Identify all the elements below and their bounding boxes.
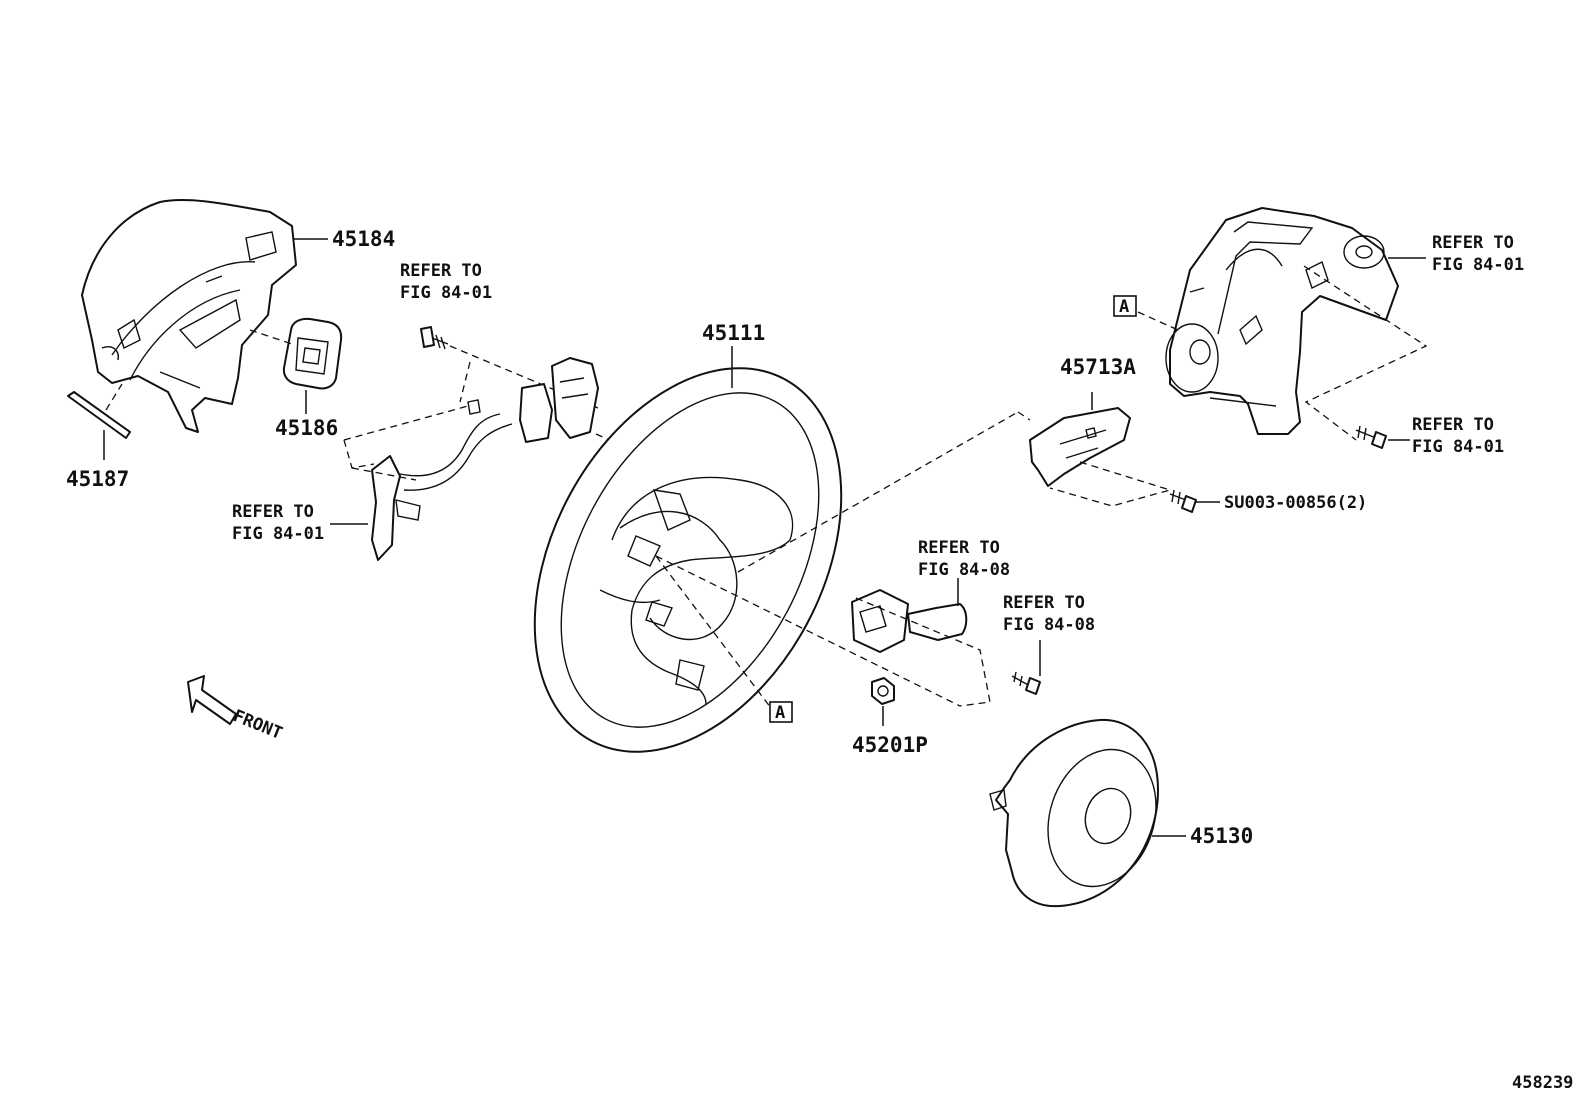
part-label-45187: 45187 (66, 467, 129, 491)
clip-45187 (67, 391, 131, 439)
dash-45187 (105, 383, 123, 411)
ref-right-mid-line2: FIG 84-01 (1412, 437, 1504, 457)
dash-cover-right (1137, 265, 1428, 441)
dash-45186 (249, 329, 293, 345)
ref-center-b-line2: FIG 84-08 (1003, 615, 1095, 635)
dash-paddle-left (343, 405, 469, 481)
steering-cover-45184 (81, 199, 297, 433)
ref-left-line1: REFER TO (232, 502, 314, 522)
ref-center-a-line1: REFER TO (918, 538, 1000, 558)
figure-number: 458239 (1512, 1073, 1573, 1093)
ref-center-b-line1: REFER TO (1003, 593, 1085, 613)
marker-a-center (769, 701, 793, 723)
cover-plate-45713A (1029, 407, 1131, 487)
marker-a-right-label: A (1119, 297, 1129, 317)
airbag-45130 (989, 718, 1159, 908)
screw-left-icon (420, 326, 449, 350)
front-label: FRONT (230, 706, 285, 744)
part-label-45186: 45186 (275, 416, 338, 440)
part-label-45111: 45111 (702, 321, 765, 345)
dash-wheel (655, 411, 1019, 721)
steering-wheel-45111 (533, 367, 843, 753)
part-label-45713A: 45713A (1060, 355, 1136, 379)
ref-right-mid-line1: REFER TO (1412, 415, 1494, 435)
screw-right-icon (1355, 425, 1387, 449)
ref-right-top-line1: REFER TO (1432, 233, 1514, 253)
screw-center-right-icon (1011, 671, 1041, 695)
switch-assembly-center (851, 589, 968, 653)
ref-right-top-line2: FIG 84-01 (1432, 255, 1524, 275)
part-label-su003: SU003-00856(2) (1224, 493, 1367, 513)
nut-45201P (871, 677, 895, 705)
dash-45713A (1017, 411, 1173, 507)
part-label-45130: 45130 (1190, 824, 1253, 848)
screw-su003-icon (1169, 489, 1197, 513)
ref-top-left-line2: FIG 84-01 (400, 283, 492, 303)
ref-center-a-line2: FIG 84-08 (918, 560, 1010, 580)
part-label-45184: 45184 (332, 227, 395, 251)
dash-switch-center (855, 597, 991, 707)
steering-pad-45186 (282, 317, 343, 390)
ref-left-line2: FIG 84-01 (232, 524, 324, 544)
front-arrow-icon (187, 675, 237, 725)
marker-a-right (1113, 295, 1137, 317)
paddle-switch-left (371, 357, 599, 561)
part-label-45201P: 45201P (852, 733, 928, 757)
steering-cover-right (1165, 207, 1399, 435)
marker-a-center-label: A (775, 703, 785, 723)
ref-top-left-line1: REFER TO (400, 261, 482, 281)
